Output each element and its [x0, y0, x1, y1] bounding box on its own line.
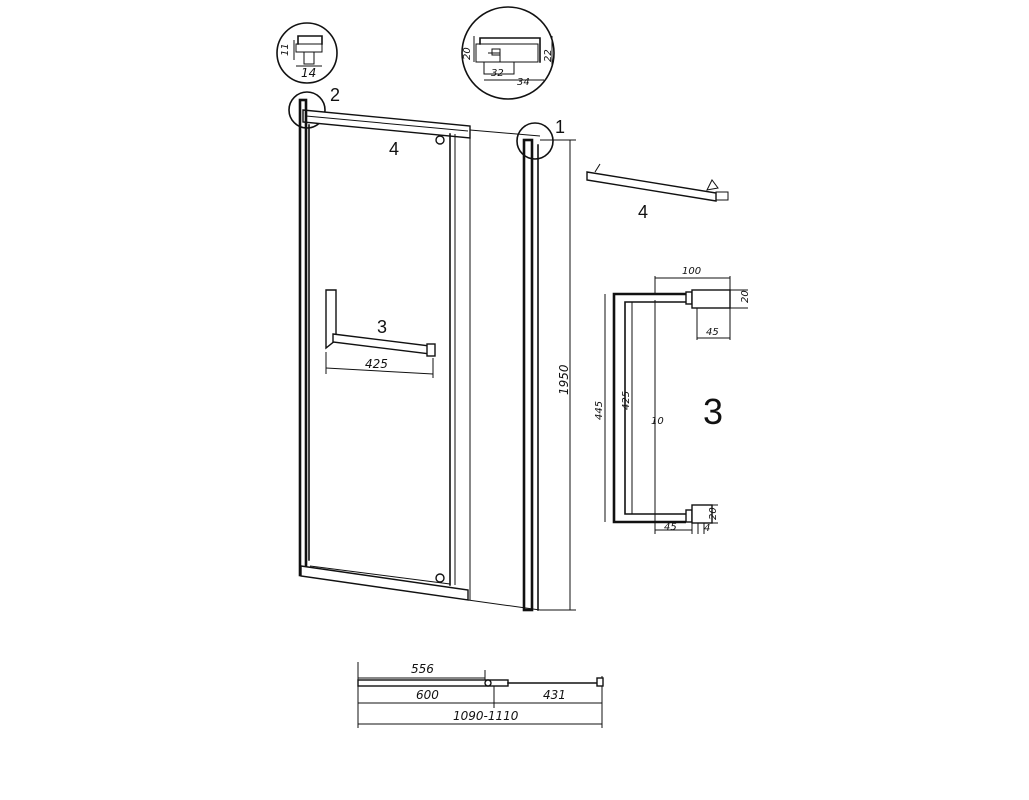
handle-length-dim: 425 [365, 357, 388, 371]
callout-2: 2 [330, 85, 340, 105]
part-3-handle: 100 20 45 445 425 10 20 45 4 [594, 266, 751, 534]
detail-2-dim-a: 11 [280, 43, 291, 56]
handle-depth-bottom-dim: 20 [708, 507, 719, 520]
callout-3-side: 3 [703, 391, 723, 432]
callout-1: 1 [555, 117, 565, 137]
detail-1-dim-b: 22 [543, 49, 554, 62]
part-4-rail [586, 163, 729, 202]
detail-1-dim-d: 34 [517, 77, 530, 88]
detail-2-circle: 11 14 [276, 22, 338, 84]
plan-fixed-dim: 431 [543, 688, 566, 702]
door-elevation: 425 1950 [298, 98, 576, 612]
plan-door-dim: 600 [416, 688, 439, 702]
height-dim: 1950 [557, 364, 571, 395]
detail-1-dim-a: 20 [462, 47, 473, 60]
handle-overall-height-dim: 445 [594, 401, 605, 420]
detail-2-dim-b: 14 [301, 66, 316, 80]
handle-bar-dim: 10 [651, 416, 664, 427]
handle-offset-top-dim: 45 [706, 327, 719, 338]
detail-1-dim-c: 32 [491, 68, 504, 79]
handle-width-dim: 100 [682, 266, 701, 277]
detail-1-circle: 20 22 32 34 [461, 6, 555, 100]
detail-1-marker [516, 122, 554, 160]
callout-3: 3 [377, 317, 387, 337]
handle-depth-top-dim: 20 [740, 290, 751, 303]
handle-thickness-dim: 4 [704, 523, 710, 534]
handle-offset-bottom-dim: 45 [664, 522, 677, 533]
callout-4: 4 [389, 139, 399, 159]
plan-opening-dim: 556 [411, 662, 434, 676]
callout-4-side: 4 [638, 202, 648, 222]
plan-view: 556 600 431 1090-1110 [357, 662, 604, 728]
plan-total-dim: 1090-1110 [453, 709, 519, 723]
handle-inner-height-dim: 425 [621, 391, 632, 410]
